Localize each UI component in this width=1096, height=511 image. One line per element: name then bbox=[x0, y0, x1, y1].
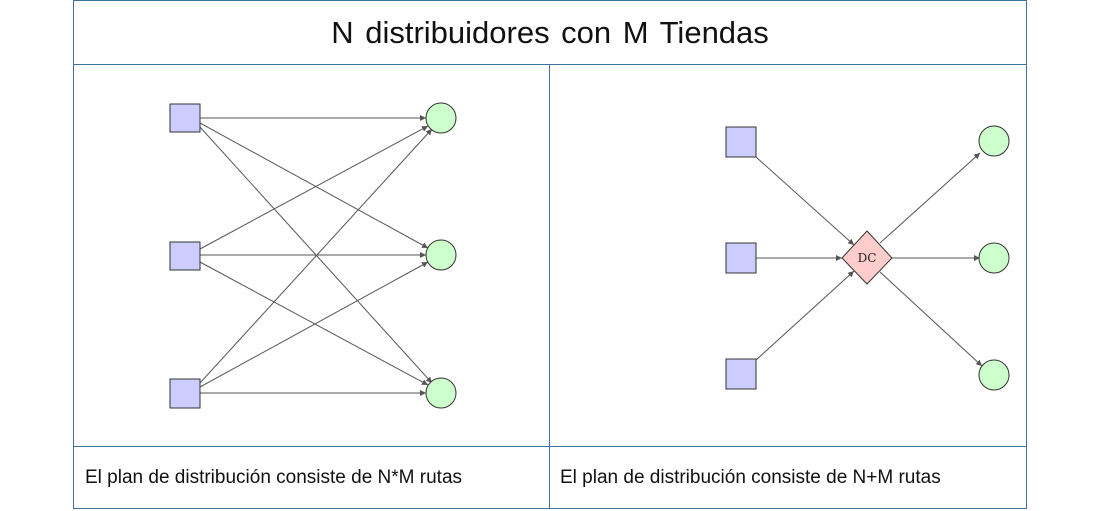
route-edge bbox=[199, 261, 429, 386]
route-edge bbox=[755, 270, 855, 361]
distributor-node bbox=[169, 103, 201, 133]
store-node bbox=[978, 242, 1010, 274]
store-node bbox=[425, 239, 457, 271]
store-node bbox=[978, 125, 1010, 157]
panel-dc-routes: DC bbox=[550, 65, 1026, 446]
store-node bbox=[425, 377, 457, 409]
distributor-node bbox=[725, 358, 757, 390]
caption-text: El plan de distribución consiste de N*M … bbox=[85, 467, 463, 488]
title-row: N distribuidores con M Tiendas bbox=[74, 1, 1026, 65]
distribution-center-node bbox=[841, 230, 893, 285]
store-node bbox=[978, 359, 1010, 391]
caption-dc-routes: El plan de distribución consiste de N+M … bbox=[550, 446, 1026, 509]
dc-routes-graph: DC bbox=[725, 125, 1010, 391]
distributor-node bbox=[725, 242, 757, 274]
caption-text: El plan de distribución consiste de N+M … bbox=[560, 467, 941, 488]
store-node bbox=[425, 102, 457, 134]
distributor-node bbox=[725, 126, 757, 158]
distributor-node bbox=[169, 378, 201, 409]
route-edge bbox=[199, 125, 429, 250]
panel-direct-routes bbox=[74, 65, 550, 446]
route-edge bbox=[879, 152, 981, 244]
diagram-frame: N distribuidores con M Tiendas bbox=[73, 0, 1027, 509]
caption-direct-routes: El plan de distribución consiste de N*M … bbox=[74, 446, 550, 509]
route-edge bbox=[199, 122, 429, 249]
distributor-node bbox=[169, 241, 201, 271]
direct-routes-graph bbox=[169, 102, 457, 409]
diagram-title: N distribuidores con M Tiendas bbox=[331, 14, 769, 50]
route-edge bbox=[199, 261, 429, 388]
route-edge bbox=[199, 128, 433, 384]
route-edge bbox=[755, 156, 855, 246]
distribution-center-label: DC bbox=[858, 251, 877, 265]
route-edge bbox=[879, 271, 983, 367]
